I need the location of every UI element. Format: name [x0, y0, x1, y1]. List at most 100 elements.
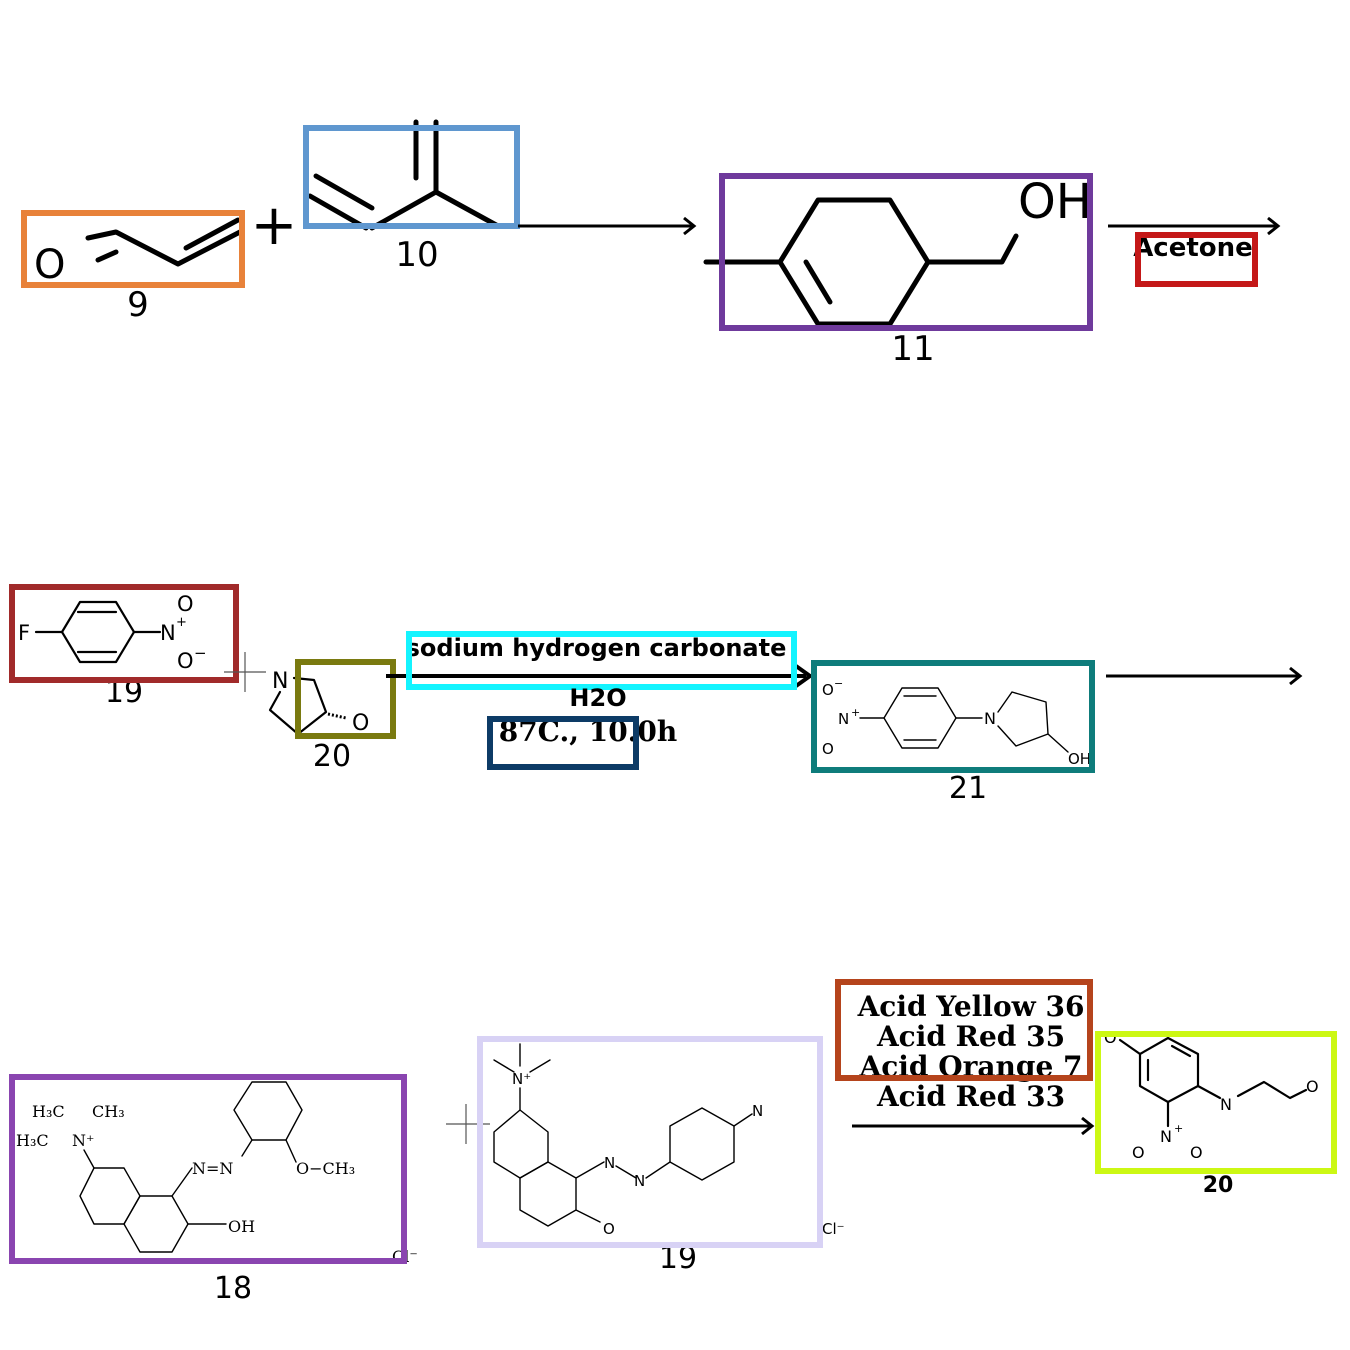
compound-19b-aryl-bond	[645, 1161, 671, 1179]
compound-19b-o-bond	[575, 1209, 601, 1223]
compound-10-double-b	[307, 193, 369, 231]
dye-name-1: Acid Yellow 36	[857, 990, 1085, 1023]
compound-11-hydroxymethyl	[925, 233, 1019, 265]
reagent-sodium-highlight-box	[406, 631, 797, 690]
compound-21-oh-bond	[1047, 733, 1069, 753]
compound-19b-azo-bond	[575, 1161, 605, 1179]
compound-20-ring	[268, 676, 328, 736]
compound-20b-highlight-box	[1095, 1031, 1337, 1174]
compound-20b-o-bond	[1118, 1038, 1142, 1056]
compound-20b-nitro-o1: O	[1132, 1143, 1145, 1162]
compound-18-aryl-bond	[241, 1139, 253, 1157]
compound-19-o-charge: −	[194, 644, 207, 662]
compound-10-label: 10	[395, 235, 438, 275]
compound-11-highlight-box	[719, 173, 1093, 331]
compound-20b-ring-inner-b	[1170, 1044, 1192, 1058]
compound-20-pyrrolidine: N O 20	[268, 669, 369, 774]
compound-9-label: 9	[127, 285, 149, 325]
compound-20b-nitro-charge: +	[1174, 1122, 1183, 1135]
compound-20-label: 20	[313, 739, 351, 774]
compound-9-oxygen: O	[34, 242, 65, 288]
compound-20-wedge	[327, 712, 347, 720]
reaction-2: F N + O O − 19 N O 20 sodium h	[9, 584, 1303, 806]
compound-20b-nitro-o2: O	[1190, 1143, 1203, 1162]
compound-11-hydroxyl: OH	[1018, 174, 1092, 230]
compound-19b-counterion: Cl⁻	[822, 1220, 845, 1238]
compound-18: H₃C CH₃ H₃C N⁺ N=N OH O−CH₃ Cl⁻ 18	[16, 1081, 418, 1306]
compound-19b-ammonium: N⁺	[512, 1070, 531, 1088]
reaction-arrow-2-head	[1267, 216, 1281, 236]
compound-19b-oxygen: O	[603, 1220, 615, 1238]
compound-18-hydroxyl: OH	[228, 1217, 255, 1236]
compound-19-oxygen-1: O	[177, 592, 194, 616]
compound-18-label: 18	[214, 1271, 252, 1306]
compound-20-product: O N O N + O O 20	[1104, 1028, 1319, 1198]
compound-21-o-charge: −	[834, 677, 843, 690]
compound-21-pyrrolidine	[997, 691, 1049, 747]
compound-19b-amine-bond	[733, 1113, 753, 1127]
compound-19b-aryl-ring	[669, 1107, 735, 1181]
compound-20b-nitrogen: N	[1220, 1095, 1232, 1114]
compound-19-oxygen-2: O	[177, 649, 194, 673]
compound-21-ring	[883, 687, 957, 749]
compound-18-methoxy-bond	[285, 1139, 297, 1163]
compound-20b-chain	[1236, 1080, 1308, 1100]
compound-18-n-bond	[83, 1149, 95, 1169]
compound-20-nitrogen: N	[272, 669, 288, 694]
compound-9-vinyl-double	[183, 217, 241, 251]
compound-18-h3c-top: H₃C	[32, 1102, 65, 1121]
compound-20b-nitro-n: N	[1160, 1127, 1172, 1146]
reaction-arrow-1-head	[683, 216, 697, 236]
compound-19b-naph-ring-b	[519, 1161, 577, 1227]
compound-10-chain	[369, 189, 501, 231]
compound-19b-azo-n1: N	[604, 1154, 615, 1172]
compound-19b-amine: N	[752, 1102, 763, 1120]
compound-9-chain	[85, 229, 243, 267]
reaction-conditions-highlight-box	[487, 716, 639, 770]
compound-20-highlight-box	[295, 659, 396, 739]
compound-9-carbonyl	[95, 249, 119, 263]
compound-20-oxygen: O	[352, 711, 369, 736]
compound-21-oxygen-1: O	[822, 681, 834, 699]
compound-11-ring	[777, 197, 931, 327]
reaction-arrow-5-head	[1081, 1116, 1095, 1136]
compound-21-label: 21	[949, 771, 987, 806]
compound-11-label: 11	[891, 329, 934, 369]
compound-9-highlight-box	[21, 210, 245, 288]
compound-19-n-charge: +	[176, 615, 187, 630]
dye-list-highlight-box	[835, 979, 1093, 1081]
compound-18-highlight-box	[9, 1074, 407, 1264]
compound-19b-azo-n2: N	[634, 1172, 645, 1190]
compound-9: O 9	[34, 217, 243, 325]
compound-10-double-a	[313, 173, 375, 211]
compound-19-fluorine: F	[18, 621, 30, 645]
compound-19b-naph-ring-a	[493, 1109, 549, 1179]
reaction-3: H₃C CH₃ H₃C N⁺ N=N OH O−CH₃ Cl⁻ 18	[9, 979, 1337, 1306]
compound-18-azo-bond	[171, 1167, 193, 1197]
reaction-1: O 9 + 10 OH 11 Aceto	[21, 119, 1281, 369]
dye-reagent-list: Acid Yellow 36 Acid Red 35 Acid Orange 7…	[857, 990, 1085, 1113]
compound-18-methoxy: O−CH₃	[296, 1159, 355, 1178]
compound-18-naph-ring-a	[79, 1167, 141, 1225]
reagent-sodium-hydrogen-carbonate: sodium hydrogen carbonate	[406, 634, 787, 662]
compound-21-hydroxyl: OH	[1068, 750, 1091, 768]
compound-19-highlight-box	[9, 584, 239, 683]
compound-10: 10	[307, 119, 501, 275]
compound-19b-methyl-left	[493, 1059, 515, 1073]
compound-20b-oxygen-top: O	[1104, 1028, 1117, 1047]
compound-11-ring-double	[803, 259, 833, 305]
compound-18-azo: N=N	[192, 1159, 233, 1178]
reaction-arrow-3-head	[794, 664, 814, 688]
compound-20b-n-bond	[1196, 1084, 1222, 1100]
compound-21-amine-nitrogen: N	[984, 709, 996, 728]
compound-19-azo-dye: N⁺ N N N O Cl⁻ 19	[493, 1043, 845, 1276]
compound-19-fluoronitrobenzene: F N + O O − 19	[18, 592, 207, 710]
compound-21-highlight-box	[811, 660, 1095, 773]
dye-name-4: Acid Red 33	[876, 1080, 1065, 1113]
compound-21-nitro-nitrogen: N	[838, 710, 849, 728]
reagent-acetone-highlight-box	[1135, 232, 1258, 287]
compound-20b-oxygen-right: O	[1306, 1077, 1319, 1096]
plus-sign: +	[251, 193, 298, 258]
compound-21: O − N + O N OH 21	[822, 677, 1091, 806]
